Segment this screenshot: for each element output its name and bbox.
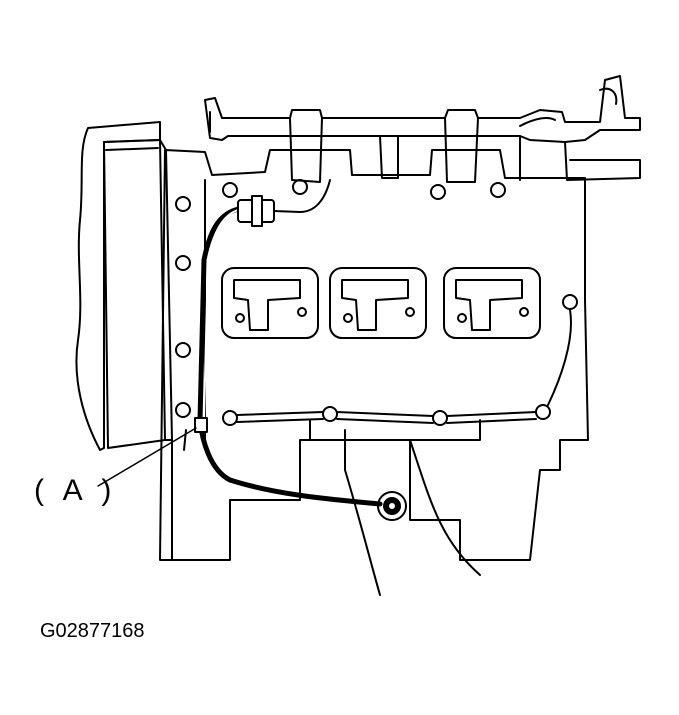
harness-clip-a [183,417,208,451]
callout-leader-line [97,427,197,487]
ignition-coil-3 [443,267,541,339]
gasket-rail [236,309,572,424]
left-radiator-panel [75,121,173,451]
callout-label-a: ( A ) [34,474,118,507]
intake-manifold [204,75,641,183]
knock-sensor [377,491,407,521]
ignition-coil-1 [221,267,319,339]
figure-id: G02877168 [40,620,145,642]
sensor-harness [197,179,383,507]
ignition-coil-2 [329,267,427,339]
cover-bolts [175,179,578,426]
